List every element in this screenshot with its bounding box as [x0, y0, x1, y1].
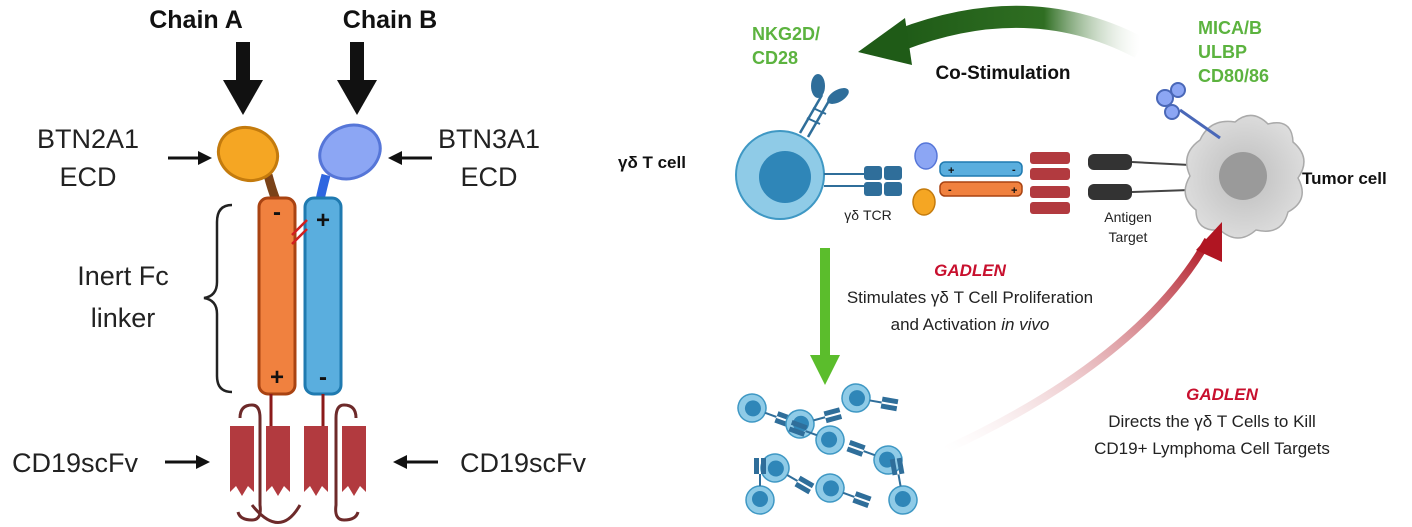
antigen-target [1088, 154, 1191, 200]
mini-plus-1: + [948, 165, 954, 177]
fc-linker-label-1: Inert Fc [77, 261, 169, 291]
mini-gadlen: + - - + [912, 142, 1070, 216]
chain-b-top-charge: + [316, 207, 330, 234]
scfv-left [230, 403, 290, 522]
nkg2d-receptor [798, 74, 849, 138]
left-panel: Chain A Chain B BTN2A1 ECD BTN3A1 ECD [12, 6, 587, 524]
nkg2d-label-1: NKG2D/ [752, 24, 820, 44]
chain-a-arrow [223, 42, 263, 115]
gadlen-label-1: GADLEN [934, 261, 1007, 280]
small-tcell [788, 419, 845, 455]
small-tcell [760, 453, 815, 495]
stim-text-2: and Activation in vivo [891, 315, 1050, 334]
tumor-cell [1184, 114, 1305, 239]
gadlen-label-2: GADLEN [1186, 385, 1259, 404]
right-panel: Co-Stimulation NKG2D/ CD28 MICA/B ULBP C… [618, 5, 1387, 515]
mini-minus-2: - [948, 184, 952, 196]
small-tcell [815, 473, 872, 509]
tcr-label: γδ TCR [844, 207, 891, 223]
kill-text-2: CD19+ Lymphoma Cell Targets [1094, 439, 1330, 458]
btn2a1-ecd-label: ECD [59, 162, 116, 192]
chain-b-arrow [337, 42, 377, 115]
cd19scfv-left-arrow [165, 455, 210, 469]
costim-label: Co-Stimulation [935, 63, 1070, 84]
fc-linker-brace [203, 203, 233, 394]
cd19scfv-left-label: CD19scFv [12, 448, 139, 478]
cd19scfv-right-arrow [393, 455, 438, 469]
tcell-cluster [737, 383, 918, 515]
btn3a1-ecd-label: ECD [460, 162, 517, 192]
btn3a1-arrow [388, 151, 432, 165]
mini-minus-1: - [1012, 164, 1016, 176]
small-tcell [841, 383, 899, 413]
kill-text-1: Directs the γδ T Cells to Kill [1108, 412, 1316, 431]
small-tcell [888, 457, 918, 515]
kill-arrow [943, 222, 1222, 454]
scfv-right [304, 403, 366, 522]
chain-b-bottom-charge: - [319, 364, 327, 391]
tumor-label: Tumor cell [1302, 169, 1387, 188]
antigen-label-2: Target [1109, 229, 1148, 245]
chain-a-fc-bar [257, 196, 297, 396]
chain-b-label: Chain B [343, 6, 437, 34]
nkg2d-label-2: CD28 [752, 48, 798, 68]
costim-arrow [858, 5, 1146, 65]
mica-label-2: ULBP [1198, 42, 1247, 62]
fc-linker-label-2: linker [91, 303, 156, 333]
chain-a-label: Chain A [149, 6, 243, 34]
mica-label-3: CD80/86 [1198, 66, 1269, 86]
stim-text-2-normal: and Activation [891, 315, 1002, 334]
stim-text-2-italic: in vivo [1001, 315, 1049, 334]
antigen-label-1: Antigen [1104, 209, 1151, 225]
mica-label-1: MICA/B [1198, 18, 1262, 38]
tcell [735, 130, 825, 220]
chain-a-top-charge: - [273, 199, 281, 226]
proliferation-arrow [810, 248, 840, 385]
chain-a-bottom-charge: + [270, 364, 284, 391]
mica-ligand [1156, 82, 1221, 140]
tcr [824, 166, 902, 196]
cd19scfv-right-label: CD19scFv [460, 448, 587, 478]
btn2a1-label: BTN2A1 [37, 124, 139, 154]
btn2a1-ecd-domain [216, 126, 281, 202]
btn3a1-ecd-domain [315, 123, 382, 201]
btn3a1-label: BTN3A1 [438, 124, 540, 154]
tcell-label: γδ T cell [618, 153, 686, 172]
small-tcell [745, 458, 775, 515]
btn2a1-arrow [168, 151, 212, 165]
mini-plus-2: + [1011, 185, 1017, 197]
stim-text-1: Stimulates γδ T Cell Proliferation [847, 288, 1093, 307]
